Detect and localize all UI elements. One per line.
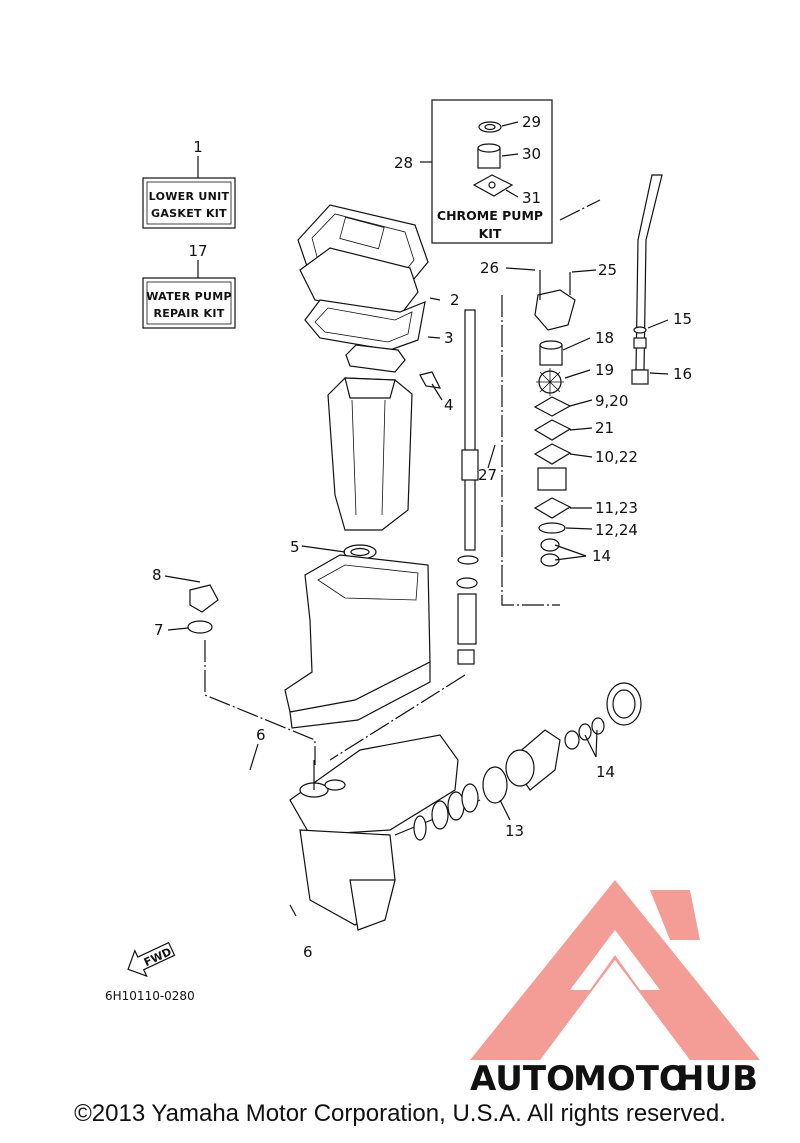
watermark-auto: AUTO — [470, 1059, 575, 1099]
pump-components — [533, 270, 576, 567]
callout-25: 25 — [598, 261, 617, 279]
kit-line-2: REPAIR KIT — [153, 307, 224, 320]
lower-casing — [284, 554, 431, 729]
callout-4: 4 — [444, 396, 454, 414]
callout-15: 15 — [673, 310, 692, 328]
callout-26: 26 — [480, 259, 499, 277]
watermark-hub: HUB — [676, 1059, 758, 1099]
gear-case — [289, 734, 459, 931]
callout-18: 18 — [595, 329, 614, 347]
callout-27: 27 — [478, 466, 497, 484]
callout-8: 8 — [152, 566, 162, 584]
kit-line-2: KIT — [479, 226, 502, 241]
watermark-moto: MOTO — [573, 1059, 688, 1099]
propeller-shaft-assembly — [187, 584, 642, 841]
callout-30: 30 — [522, 145, 541, 163]
watermark-logo — [470, 880, 760, 1060]
kit-line-1: CHROME PUMP — [437, 208, 543, 223]
gasket-stack — [297, 204, 442, 389]
lower-unit-gasket-kit-box: LOWER UNIT GASKET KIT — [142, 156, 236, 229]
callout-29: 29 — [522, 113, 541, 131]
callout-2: 2 — [450, 291, 460, 309]
callout-14-right: 14 — [592, 547, 611, 565]
callout-9-20: 9,20 — [595, 392, 628, 410]
kit-line-2: GASKET KIT — [151, 207, 227, 220]
callout-17: 17 — [188, 242, 207, 260]
diagram-code: 6H10110-0280 — [105, 989, 195, 1003]
callout-labels: 1 2 3 4 5 6 6 7 8 13 14 14 15 16 17 18 1… — [152, 113, 692, 961]
callout-6-bottom: 6 — [303, 943, 313, 961]
callout-16: 16 — [673, 365, 692, 383]
callout-12-24: 12,24 — [595, 521, 638, 539]
callout-14-bottom: 14 — [596, 763, 615, 781]
copyright-text: ©2013 Yamaha Motor Corporation, U.S.A. A… — [74, 1100, 726, 1127]
leader-lines — [164, 121, 669, 917]
callout-31: 31 — [522, 189, 541, 207]
callout-1: 1 — [193, 138, 203, 156]
callout-7: 7 — [154, 621, 164, 639]
kit-line-1: LOWER UNIT — [149, 190, 230, 203]
callout-6-top: 6 — [256, 726, 266, 744]
callout-13: 13 — [505, 822, 524, 840]
watermark-text: AUTO MOTO HUB — [470, 1059, 758, 1099]
chrome-pump-kit-box: CHROME PUMP KIT — [420, 99, 553, 244]
callout-21: 21 — [595, 419, 614, 437]
callout-10-22: 10,22 — [595, 448, 638, 466]
callout-28: 28 — [394, 154, 413, 172]
water-tube — [631, 174, 663, 385]
callout-11-23: 11,23 — [595, 499, 638, 517]
callout-19: 19 — [595, 361, 614, 379]
water-pump-repair-kit-box: WATER PUMP REPAIR KIT — [142, 260, 236, 329]
callout-3: 3 — [444, 329, 454, 347]
callout-5: 5 — [290, 538, 300, 556]
kit-line-1: WATER PUMP — [146, 290, 232, 303]
upper-casing — [327, 377, 413, 560]
drive-shaft — [456, 309, 479, 665]
fwd-arrow: FWD — [127, 941, 176, 978]
